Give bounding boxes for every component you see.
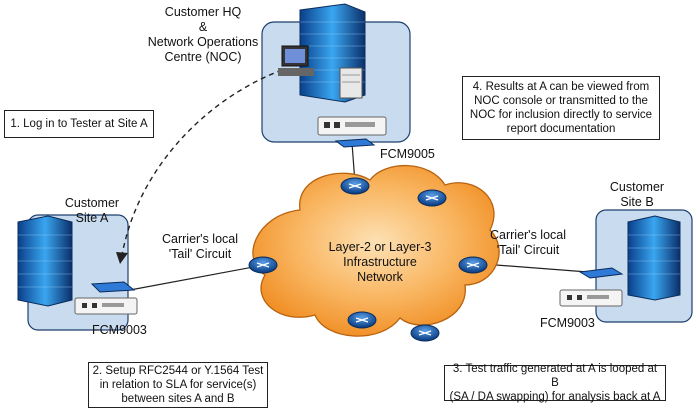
computer-icon	[278, 45, 314, 76]
fcm9005-device-icon	[317, 116, 387, 136]
server-icon	[339, 67, 363, 99]
site-a-circuit-label: Carrier's local 'Tail' Circuit	[161, 232, 238, 261]
site-a-title: Customer Site A	[64, 196, 120, 225]
login-path-arrow	[121, 69, 283, 256]
step-1-box: 1. Log in to Tester at Site A	[4, 110, 154, 138]
hq-title: Customer HQ & Network Operations Centre …	[147, 5, 259, 64]
hq-device-label: FCM9005	[380, 147, 435, 161]
site-b-circuit-label: Carrier's local 'Tail' Circuit	[489, 228, 566, 257]
site-b-fcm9003-device-icon	[559, 289, 623, 307]
site-b-title: Customer Site B	[609, 180, 665, 209]
step-4-box: 4. Results at A can be viewed from NOC c…	[462, 76, 660, 140]
site-a-device-label: FCM9003	[92, 323, 147, 337]
hq-switch-icon	[334, 138, 376, 148]
login-arrowhead	[116, 252, 128, 264]
link-a-cloud	[129, 264, 265, 291]
step-2-box: 2. Setup RFC2544 or Y.1564 Test in relat…	[88, 362, 268, 408]
network-cloud	[252, 164, 500, 337]
step-3-box: 3. Test traffic generated at A is looped…	[444, 363, 666, 403]
site-b-switch-icon	[578, 267, 624, 279]
site-b-building-icon	[627, 215, 681, 301]
site-b-device-label: FCM9003	[540, 316, 595, 330]
router-icons	[248, 177, 488, 342]
site-a-switch-icon	[90, 281, 136, 293]
cloud-label: Layer-2 or Layer-3 Infrastructure Networ…	[328, 240, 432, 284]
site-a-building-icon	[17, 215, 73, 307]
site-a-fcm9003-device-icon	[74, 297, 138, 315]
